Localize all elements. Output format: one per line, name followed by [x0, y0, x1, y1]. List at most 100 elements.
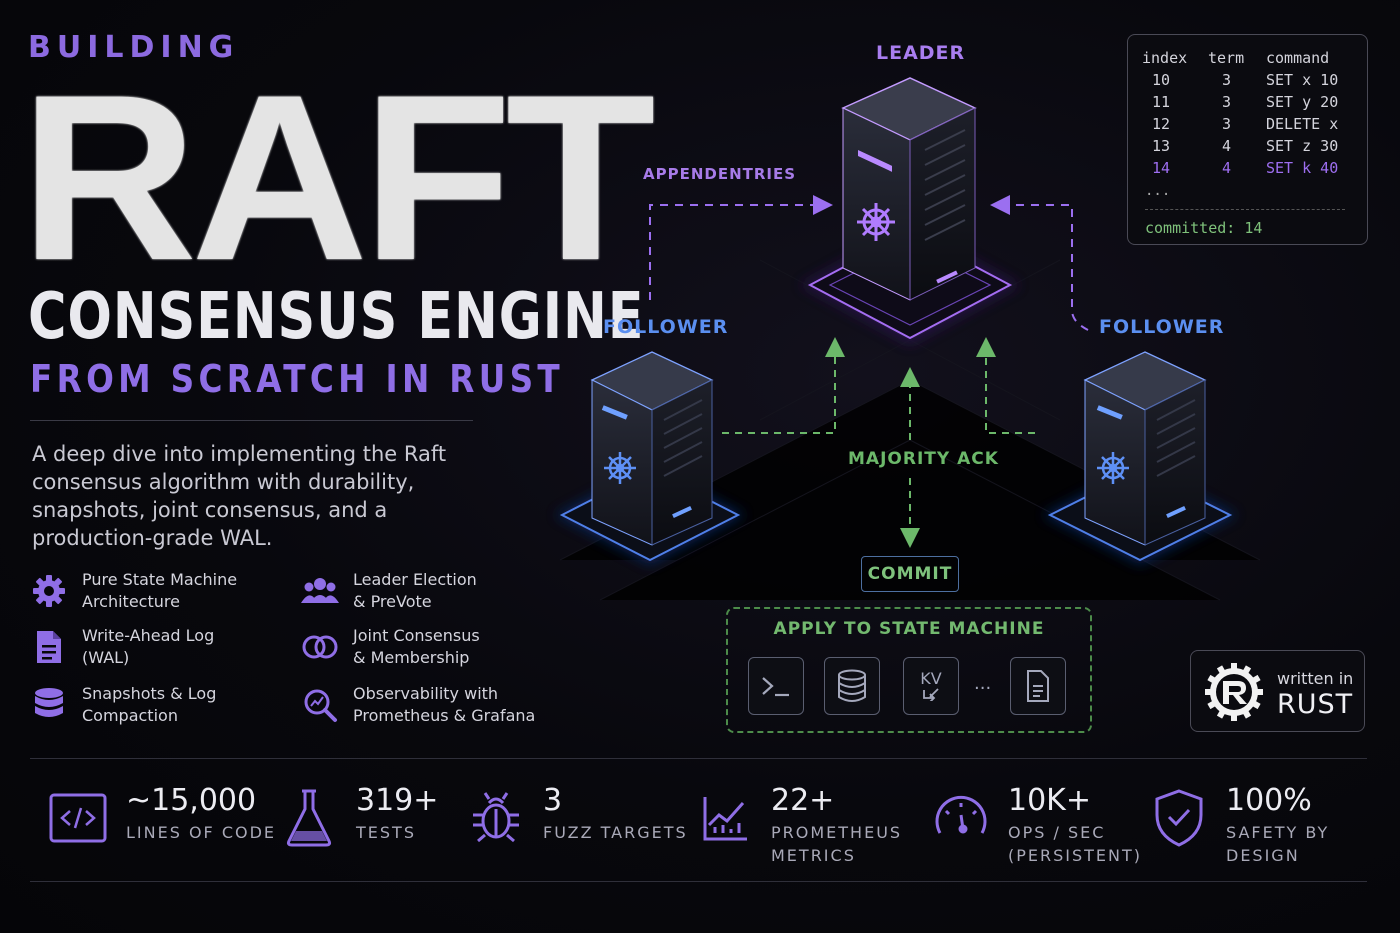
log-cell: 11 [1152, 93, 1171, 111]
stat-label: SAFETY BY [1226, 823, 1330, 842]
feature-line: Leader Election [353, 570, 477, 589]
append-entries-label: APPENDENTRIES [643, 165, 797, 183]
log-cell: SET k 40 [1266, 159, 1339, 177]
stat-value: 319+ [356, 783, 439, 818]
log-header: term [1208, 49, 1245, 67]
stat-value: ~15,000 [126, 783, 257, 818]
follower-server-left [555, 351, 745, 565]
bug-icon [473, 792, 519, 843]
leader-label: LEADER [876, 42, 966, 64]
database-icon [824, 657, 880, 715]
kv-icon: KV [903, 657, 959, 715]
description: A deep dive into implementing the Raft c… [32, 442, 447, 550]
document-icon [1010, 657, 1066, 715]
follower-left-label: FOLLOWER [603, 316, 729, 338]
rust-badge: written in RUST [1190, 650, 1365, 732]
feature-line: Prometheus & Grafana [353, 706, 536, 725]
rust-logo-icon [1205, 663, 1263, 721]
feature-line: Architecture [82, 592, 180, 611]
chart-icon [703, 797, 747, 841]
log-cell: 12 [1152, 115, 1171, 133]
more-dots: ... [974, 673, 992, 694]
flask-icon [286, 789, 332, 847]
stat-value: 10K+ [1008, 783, 1091, 818]
log-cell: 13 [1152, 137, 1171, 155]
feature-line: (WAL) [82, 648, 130, 667]
title-line-2: CONSENSUS ENGINE [28, 280, 645, 354]
gauge-icon [935, 795, 987, 834]
log-row: 13 4 SET z 30 [1142, 135, 1338, 157]
log-cell: 14 [1152, 159, 1171, 177]
main-title: RAFT [20, 46, 656, 310]
stats-divider-bottom [30, 881, 1367, 882]
feature-item: Joint Consensus & Membership [301, 625, 480, 669]
log-cell: SET z 30 [1266, 137, 1339, 155]
feature-line: Snapshots & Log [82, 684, 217, 703]
log-row: 11 3 SET y 20 [1142, 91, 1338, 113]
log-header: command [1266, 49, 1330, 67]
database-icon [30, 686, 68, 724]
log-divider [1145, 209, 1345, 210]
feature-item: Write-Ahead Log(WAL) [30, 625, 214, 669]
stat-value: 22+ [771, 783, 835, 818]
feature-line: Observability with [353, 684, 499, 703]
log-header: index [1142, 49, 1188, 67]
log-cell: 3 [1222, 93, 1232, 111]
linked-rings-icon [301, 628, 339, 666]
stat-label: OPS / SEC [1008, 823, 1106, 842]
stat-label: LINES OF CODE [126, 823, 277, 842]
ack-arrow-right [976, 337, 1035, 434]
users-icon [301, 572, 339, 610]
log-row-latest: 14 4 SET k 40 [1142, 157, 1338, 179]
raft-diagram [555, 77, 1261, 601]
follower-server-right [1043, 351, 1237, 565]
ack-arrow-left [722, 337, 845, 434]
log-cell: SET y 20 [1266, 93, 1339, 111]
gear-icon [30, 572, 68, 610]
leader-server [800, 77, 1020, 345]
kubernetes-helm-icon [1097, 452, 1129, 484]
stat-label: PROMETHEUS [771, 823, 903, 842]
stat-label: FUZZ TARGETS [543, 823, 688, 842]
kv-text: KV [920, 669, 942, 688]
kubernetes-helm-icon [604, 452, 636, 484]
rust-label: RUST [1277, 689, 1354, 720]
apply-label: APPLY TO STATE MACHINE [773, 619, 1045, 639]
written-in-label: written in [1277, 669, 1354, 688]
log-cell: 4 [1222, 159, 1232, 177]
log-cell: 3 [1222, 71, 1232, 89]
stat-label: TESTS [356, 823, 416, 842]
divider [30, 420, 473, 421]
log-cell: 4 [1222, 137, 1232, 155]
feature-line: & Membership [353, 648, 470, 667]
commit-box: COMMIT [861, 556, 959, 592]
feature-item: Leader Election& PreVote [301, 569, 477, 613]
apply-state-machine-box: APPLY TO STATE MACHINE KV ... [726, 607, 1092, 733]
majority-ack-label: MAJORITY ACK [848, 449, 999, 469]
append-arrow-right [990, 195, 1089, 331]
log-cell: 10 [1152, 71, 1171, 89]
subtitle: FROM SCRATCH IN RUST [30, 357, 565, 401]
stat-label: (PERSISTENT) [1008, 846, 1143, 865]
stat-label: DESIGN [1226, 846, 1300, 865]
shield-check-icon [1155, 789, 1203, 847]
append-arrow-left [649, 195, 833, 300]
committed-index: committed: 14 [1145, 219, 1263, 237]
kicker-title: BUILDING [28, 30, 240, 65]
log-cell: 3 [1222, 115, 1232, 133]
stats-divider-top [30, 758, 1367, 759]
feature-line: Compaction [82, 706, 178, 725]
stat-value: 3 [543, 783, 563, 818]
stat-value: 100% [1226, 783, 1312, 818]
stat-label: METRICS [771, 846, 856, 865]
feature-line: Joint Consensus [353, 626, 480, 645]
magnifier-chart-icon [301, 686, 339, 724]
log-cell: DELETE x [1266, 115, 1339, 133]
log-row: 12 3 DELETE x [1142, 113, 1338, 135]
